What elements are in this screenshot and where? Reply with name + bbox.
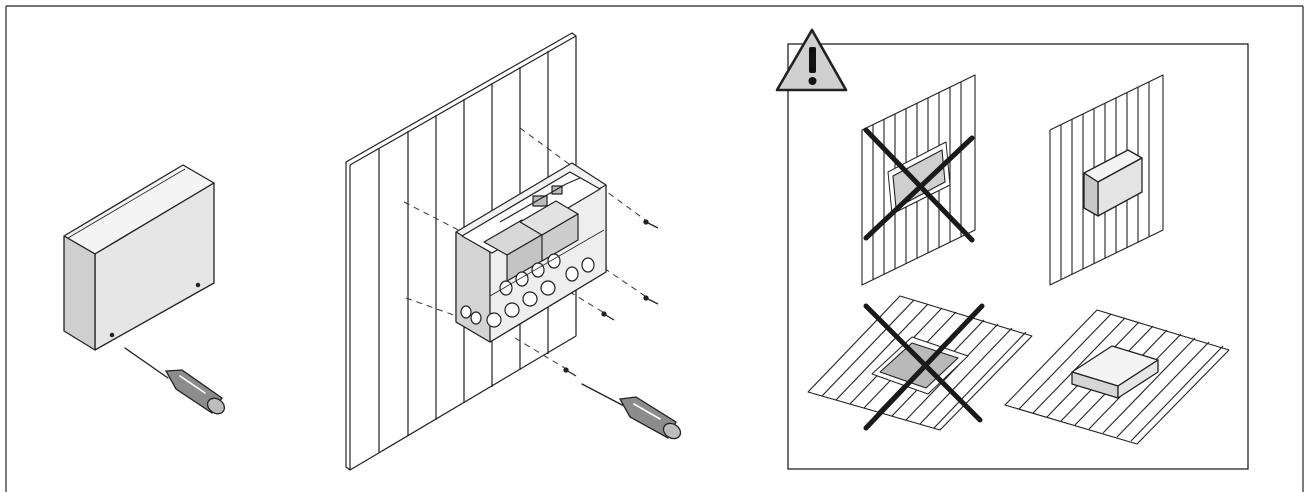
wall-surface-mount — [1049, 74, 1164, 286]
outer-frame — [5, 5, 1304, 492]
open-enclosure — [455, 162, 607, 343]
wall-recessed-mount — [861, 74, 976, 286]
cross-mark-icon — [863, 127, 975, 243]
cross-mark-icon-2 — [863, 303, 985, 431]
floor-surface-mount — [1004, 309, 1230, 445]
screwdriver-icon — [124, 347, 226, 415]
screw-icons — [563, 219, 659, 377]
closed-enclosure — [63, 164, 215, 351]
warning-triangle-icon — [775, 28, 848, 92]
screwdriver-icon-2 — [581, 383, 682, 440]
